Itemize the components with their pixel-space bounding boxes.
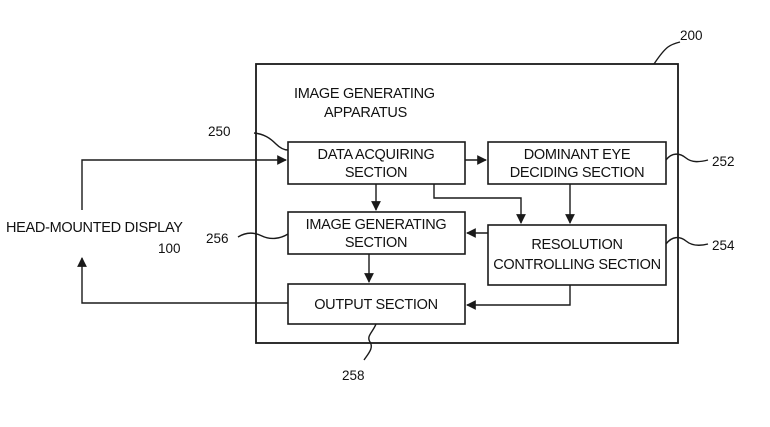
- arrow-output-to-hmd: [82, 258, 288, 303]
- dominant-eye-label-line2: DECIDING SECTION: [510, 165, 645, 181]
- image-generating-label-line2: SECTION: [345, 235, 407, 251]
- output-number: 258: [342, 368, 365, 383]
- leader-254: [666, 238, 708, 246]
- leader-252: [666, 154, 708, 162]
- hmd-number: 100: [158, 241, 181, 256]
- image-generating-label-line1: IMAGE GENERATING: [306, 217, 447, 233]
- apparatus-number: 200: [680, 28, 703, 43]
- dominant-eye-label-line1: DOMINANT EYE: [524, 147, 631, 163]
- apparatus-title-line2: APPARATUS: [324, 105, 407, 121]
- data-acquiring-label-line2: SECTION: [345, 165, 407, 181]
- arrow-resolution-to-output: [467, 285, 570, 305]
- data-acquiring-label-line1: DATA ACQUIRING: [318, 147, 435, 163]
- dominant-eye-number: 252: [712, 154, 735, 169]
- resolution-label-line1: RESOLUTION: [531, 237, 622, 253]
- data-acquiring-number: 250: [208, 124, 231, 139]
- hmd-label: HEAD-MOUNTED DISPLAY: [6, 220, 183, 236]
- resolution-number: 254: [712, 238, 735, 253]
- apparatus-leader: [654, 42, 680, 64]
- leader-250: [254, 133, 288, 150]
- leader-258: [364, 324, 376, 360]
- apparatus-title-line1: IMAGE GENERATING: [294, 86, 435, 102]
- resolution-section-box: [488, 225, 666, 285]
- leader-256: [238, 233, 288, 238]
- output-label: OUTPUT SECTION: [314, 297, 438, 313]
- image-generating-number: 256: [206, 231, 229, 246]
- resolution-label-line2: CONTROLLING SECTION: [493, 257, 661, 273]
